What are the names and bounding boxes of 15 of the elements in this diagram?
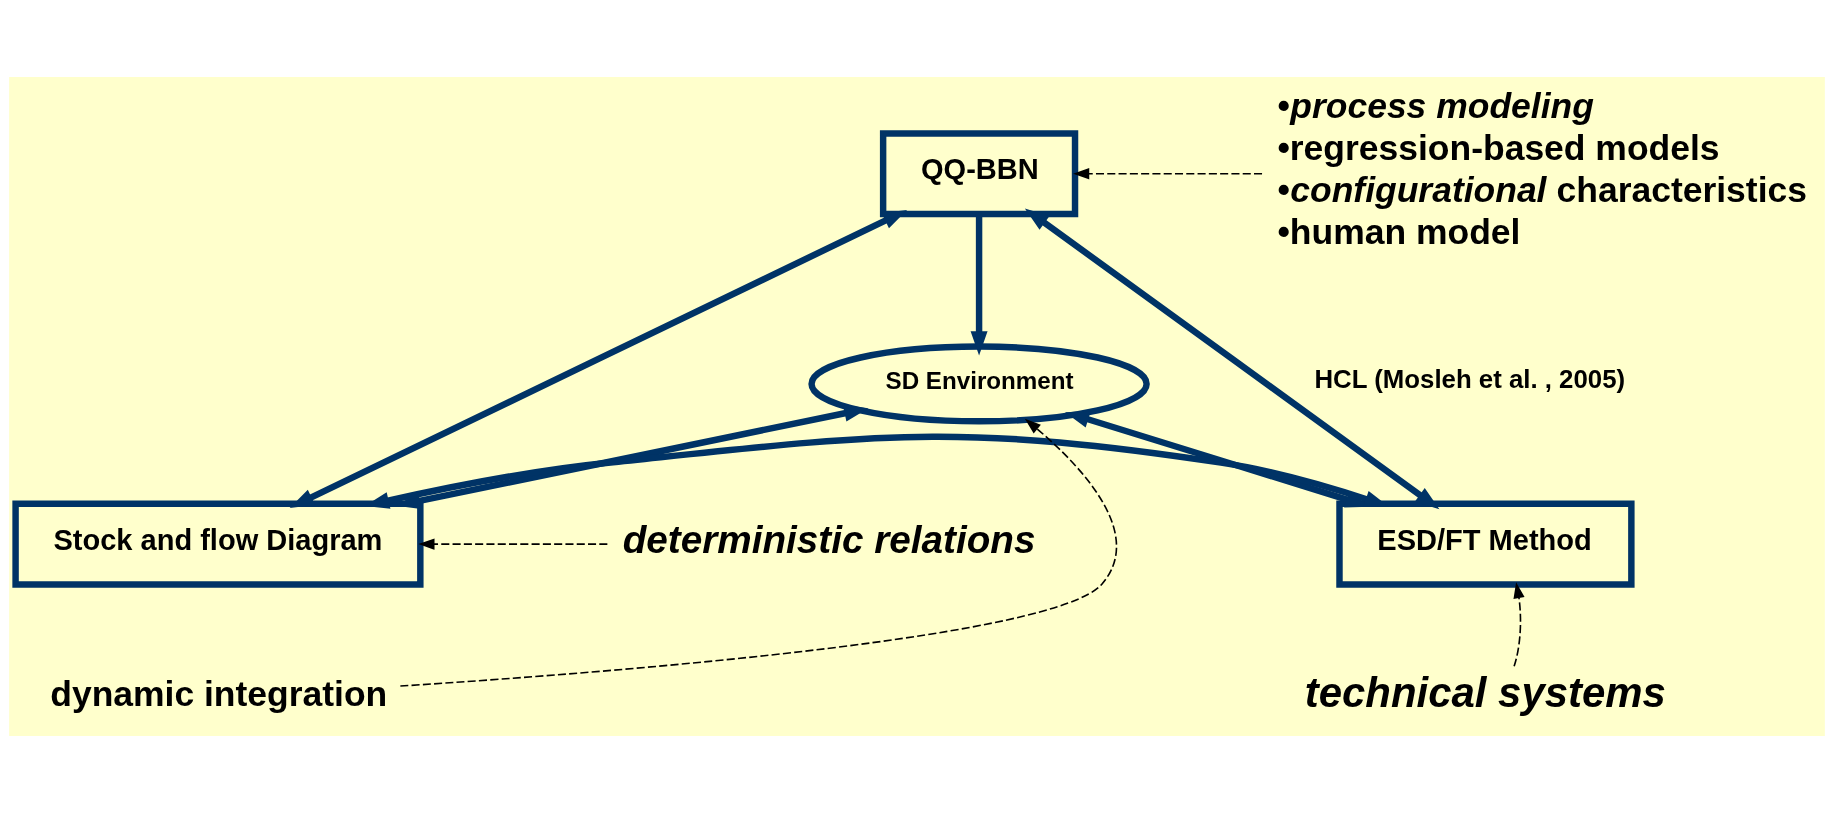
arrow (399, 418, 1118, 687)
arrow (418, 538, 609, 550)
node-text: deterministic relations (622, 517, 1036, 561)
node-text: dynamic integration (50, 673, 388, 714)
edge-label: HCL (Mosleh et al. , 2005) (1314, 365, 1626, 394)
arrow (1073, 168, 1263, 180)
arrow (1513, 582, 1525, 668)
arrow (1024, 208, 1440, 510)
node-box: Stock and flow Diagram (12, 500, 424, 588)
node-text: technical systems (1304, 669, 1666, 717)
node-text: •process modeling •regression-based models •configurational characteristics •human model (1277, 86, 1807, 253)
arrow (970, 214, 988, 356)
node-box: ESD/FT Method (1336, 500, 1635, 588)
node-box: QQ-BBN (879, 130, 1079, 218)
arrow (289, 210, 908, 508)
